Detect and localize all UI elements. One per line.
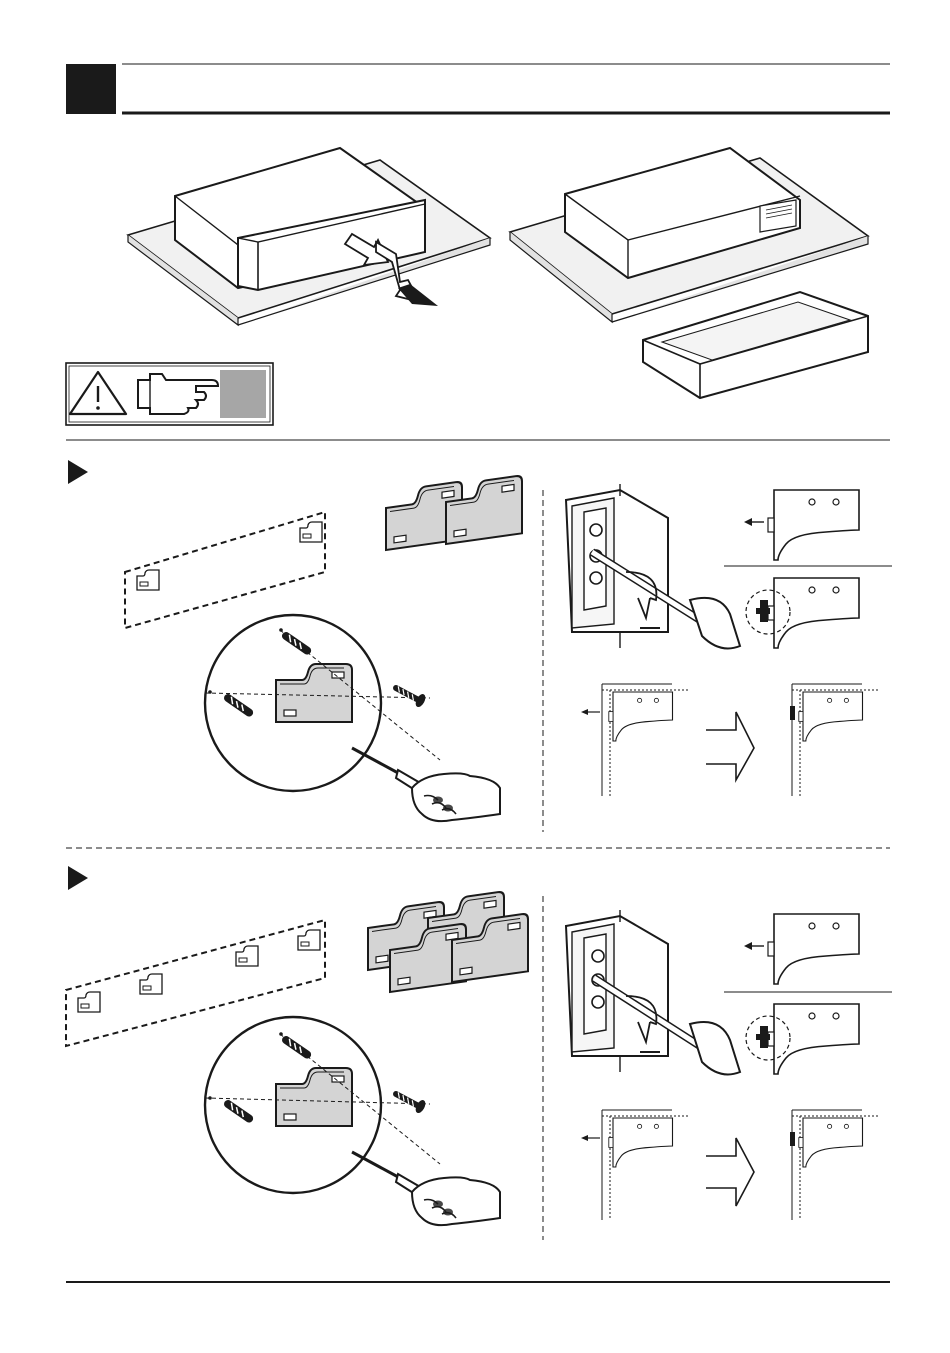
mounting-template-two [125, 512, 325, 628]
grey-square-icon [220, 370, 266, 418]
hinge-side-view-detail-2 [746, 1004, 859, 1074]
result-arrow [706, 712, 754, 780]
cabinet-with-drawer-pull [128, 148, 490, 325]
hinge-after-adjust [790, 684, 880, 796]
warning-box [66, 363, 273, 425]
bracket-zoom-circle-2 [205, 1017, 440, 1193]
bracket-install-two-section [68, 460, 892, 832]
drawer-removal-section [66, 148, 868, 425]
page-header [66, 64, 890, 114]
hinge-side-view-arrow-2 [744, 914, 859, 984]
hinge-side-view-detail [746, 578, 859, 648]
bracket-install-four-section [66, 866, 892, 1240]
cabinet-without-drawer [510, 148, 868, 398]
step-number-block [66, 64, 116, 114]
bracket-zoom-circle [205, 615, 440, 791]
hinge-side-view-arrow [744, 490, 859, 560]
hinge-before-adjust [581, 684, 690, 796]
hinge-adjustment-closeup [566, 484, 740, 648]
hinge-after-adjust-2 [790, 1110, 880, 1220]
hand-with-screwdriver-2 [352, 1152, 500, 1225]
bracket-pair-illustration [386, 475, 522, 550]
bracket-quad-illustration [368, 891, 528, 992]
hinge-before-adjust-2 [581, 1110, 690, 1220]
section-2-marker-icon [68, 460, 88, 484]
hinge-adjustment-closeup-2 [566, 910, 740, 1074]
hand-with-screwdriver [352, 748, 500, 821]
result-arrow-2 [706, 1138, 754, 1206]
section-3-marker-icon [68, 866, 88, 890]
